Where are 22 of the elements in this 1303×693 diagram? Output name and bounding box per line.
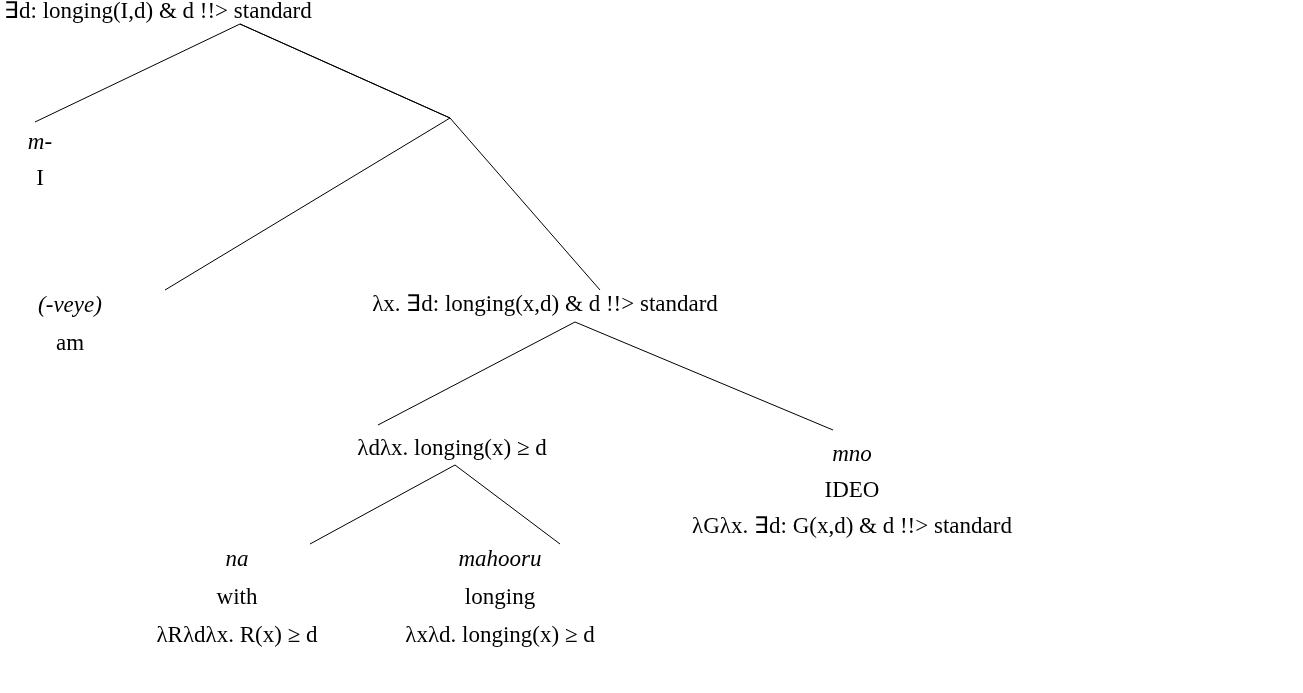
gloss-label: with (216, 583, 258, 611)
morpheme-label: (-veye) (38, 291, 102, 319)
tree-branch-line (34, 23, 241, 123)
tree-branch-line (309, 464, 456, 545)
tree-branch-line (377, 321, 576, 426)
gloss-label: am (55, 329, 85, 357)
semantic-formula: λRλdλx. R(x) ≥ d (156, 621, 318, 649)
semantic-formula: λx. ∃d: longing(x,d) & d !!> standard (372, 290, 718, 318)
morpheme-label: na (225, 545, 249, 573)
semantic-formula: λGλx. ∃d: G(x,d) & d !!> standard (692, 512, 1012, 540)
morpheme-label: mno (832, 440, 872, 468)
gloss-label: IDEO (824, 476, 880, 504)
tree-branch-line (239, 23, 601, 291)
semantic-formula: ∃d: longing(I,d) & d !!> standard (4, 0, 312, 25)
gloss-label: longing (464, 583, 536, 611)
gloss-label: I (36, 164, 44, 192)
tree-branch-line (454, 464, 561, 545)
semantic-formula: λdλx. longing(x) ≥ d (357, 434, 547, 462)
semantic-formula: λxλd. longing(x) ≥ d (405, 621, 595, 649)
morpheme-label: m- (27, 128, 53, 156)
tree-branch-line (574, 321, 834, 431)
morpheme-label: mahooru (458, 545, 542, 573)
